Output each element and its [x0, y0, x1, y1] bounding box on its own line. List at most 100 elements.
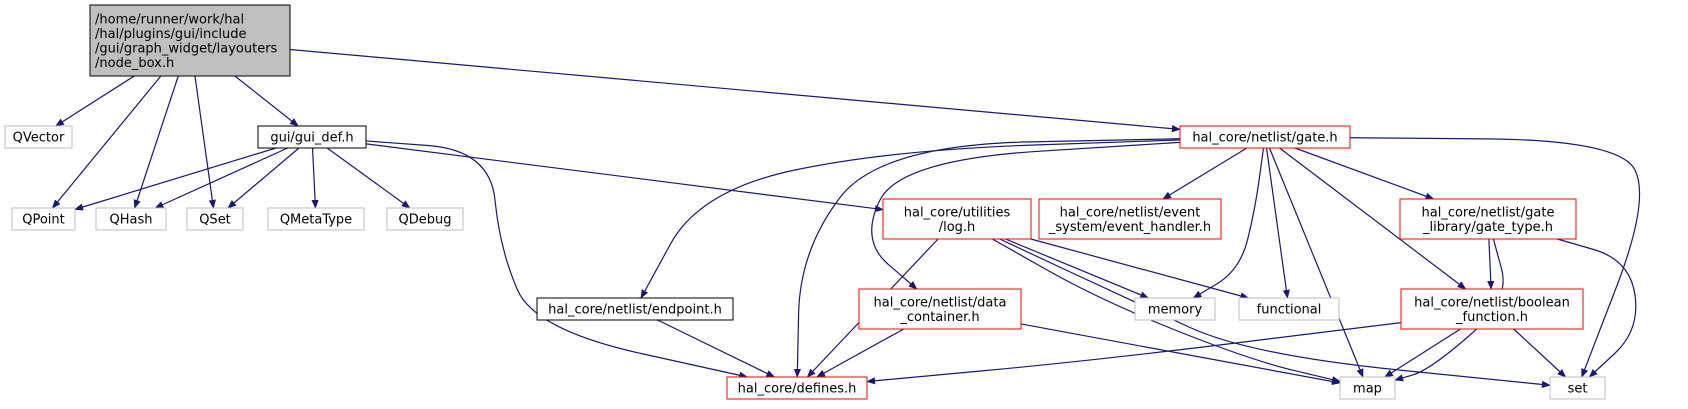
edge-node_box-to-qhash: [133, 75, 179, 209]
node-label: /node_box.h: [95, 56, 174, 71]
node-box: [1549, 376, 1606, 400]
node-qvector: QVector: [4, 125, 73, 149]
node-label: set: [1568, 382, 1588, 397]
edge-boolean_function-to-map: [1384, 328, 1461, 378]
node-box: [11, 207, 76, 231]
node-label: hal_core/netlist/gate.h: [1192, 131, 1337, 146]
node-label: map: [1353, 382, 1382, 397]
edge-gate-to-functional: [1265, 147, 1290, 299]
node-label: QMetaType: [280, 213, 352, 228]
dependency-edges: [51, 48, 1641, 388]
node-gui-def[interactable]: gui/gui_def.h: [257, 125, 367, 149]
node-map: map: [1339, 376, 1396, 400]
node-box: [4, 125, 73, 149]
node-label: hal_core/netlist/endpoint.h: [548, 303, 722, 318]
node-label: _function.h: [1455, 310, 1528, 325]
node-label: /log.h: [939, 220, 976, 235]
edge-gate-to-gate_type: [1294, 147, 1435, 200]
node-gate[interactable]: hal_core/netlist/gate.h: [1179, 125, 1351, 149]
node-box: [89, 4, 291, 77]
edge-gate-to-data_container: [871, 141, 1181, 290]
edge-gui_def-to-qmetatype: [311, 147, 319, 209]
node-qset: QSet: [186, 207, 244, 231]
node-label: QDebug: [399, 213, 452, 228]
edge-gui_def-to-qdebug: [326, 147, 411, 209]
node-box: [95, 207, 167, 231]
edge-node_box-to-qvector: [55, 75, 135, 127]
node-box: [1238, 297, 1340, 321]
node-label: _system/event_handler.h: [1048, 220, 1211, 235]
node-label: _container.h: [899, 310, 979, 325]
edge-gate-to-set: [1349, 137, 1641, 378]
edge-node_box-to-gate: [289, 48, 1181, 133]
node-qdebug: QDebug: [386, 207, 464, 231]
node-box: [257, 125, 367, 149]
node-label: hal_core/netlist/event: [1060, 205, 1201, 220]
node-boolean-function[interactable]: hal_core/netlist/boolean_function.h: [1400, 288, 1584, 330]
node-gate-type[interactable]: hal_core/netlist/gate_library/gate_type.…: [1399, 198, 1577, 240]
node-label: hal_core/netlist/data: [874, 295, 1007, 310]
node-box: [267, 207, 365, 231]
edge-gate_type-to-set: [1557, 238, 1637, 378]
edge-gate-to-map: [1268, 147, 1364, 378]
edge-log-to-functional: [1030, 238, 1250, 300]
node-label: hal_core/netlist/boolean: [1414, 295, 1570, 310]
file-nodes: /home/runner/work/hal/hal/plugins/gui/in…: [4, 4, 1606, 400]
node-label: /hal/plugins/gui/include: [95, 27, 247, 42]
node-box: [1179, 125, 1351, 149]
node-label: hal_core/netlist/gate: [1422, 205, 1555, 220]
edge-gate-to-endpoint: [640, 139, 1181, 299]
node-box: [1399, 198, 1577, 240]
edge-gui_def-to-qhash: [154, 147, 288, 209]
node-endpoint[interactable]: hal_core/netlist/endpoint.h: [536, 297, 734, 321]
node-node-box: /home/runner/work/hal/hal/plugins/gui/in…: [89, 4, 291, 77]
node-box: [186, 207, 244, 231]
edge-boolean_function-to-set: [1513, 328, 1567, 378]
node-event-handler[interactable]: hal_core/netlist/event_system/event_hand…: [1038, 198, 1222, 240]
node-qmetatype: QMetaType: [267, 207, 365, 231]
edge-gui_def-to-defines: [365, 140, 749, 379]
node-box: [726, 376, 868, 400]
edge-gui_def-to-qpoint: [74, 147, 277, 211]
edge-gate-to-defines: [793, 138, 1181, 378]
node-label: _library/gate_type.h: [1422, 220, 1553, 235]
node-defines[interactable]: hal_core/defines.h: [726, 376, 868, 400]
edge-boolean_function-to-defines: [866, 320, 1412, 385]
node-label: /home/runner/work/hal: [95, 12, 244, 27]
node-label: QHash: [110, 213, 153, 228]
node-label: QVector: [13, 131, 65, 146]
node-box: [882, 198, 1032, 240]
node-data-container[interactable]: hal_core/netlist/data_container.h: [858, 288, 1022, 330]
edge-node_box-to-qpoint: [51, 75, 162, 209]
node-label: functional: [1257, 303, 1322, 318]
edge-gate-to-memory: [1192, 147, 1265, 299]
node-label: /gui/graph_widget/layouters: [95, 41, 278, 56]
node-log[interactable]: hal_core/utilities/log.h: [882, 198, 1032, 240]
node-box: [1339, 376, 1396, 400]
node-qpoint: QPoint: [11, 207, 76, 231]
node-memory: memory: [1134, 297, 1216, 321]
node-box: [858, 288, 1022, 330]
node-box: [386, 207, 464, 231]
edge-data_container-to-map: [1020, 323, 1341, 385]
node-set: set: [1549, 376, 1606, 400]
node-label: QPoint: [22, 213, 65, 228]
edge-endpoint-to-defines: [657, 319, 776, 378]
edge-gate-to-boolean_function: [1279, 147, 1467, 290]
edge-gate-to-event_handler: [1162, 147, 1248, 200]
node-box: [1400, 288, 1584, 330]
edge-node_box-to-qset: [194, 75, 216, 209]
node-label: gui/gui_def.h: [270, 131, 353, 146]
node-label: QSet: [199, 213, 231, 228]
node-box: [1038, 198, 1222, 240]
node-label: hal_core/utilities: [904, 205, 1011, 220]
edge-node_box-to-gui_def: [234, 75, 299, 127]
edge-log-to-map: [992, 238, 1341, 384]
edge-gui_def-to-log: [365, 143, 884, 213]
node-functional: functional: [1238, 297, 1340, 321]
edge-data_container-to-defines: [816, 328, 905, 378]
node-qhash: QHash: [95, 207, 167, 231]
node-label: hal_core/defines.h: [738, 382, 857, 397]
edge-gate_type-to-boolean_function: [1487, 238, 1495, 290]
